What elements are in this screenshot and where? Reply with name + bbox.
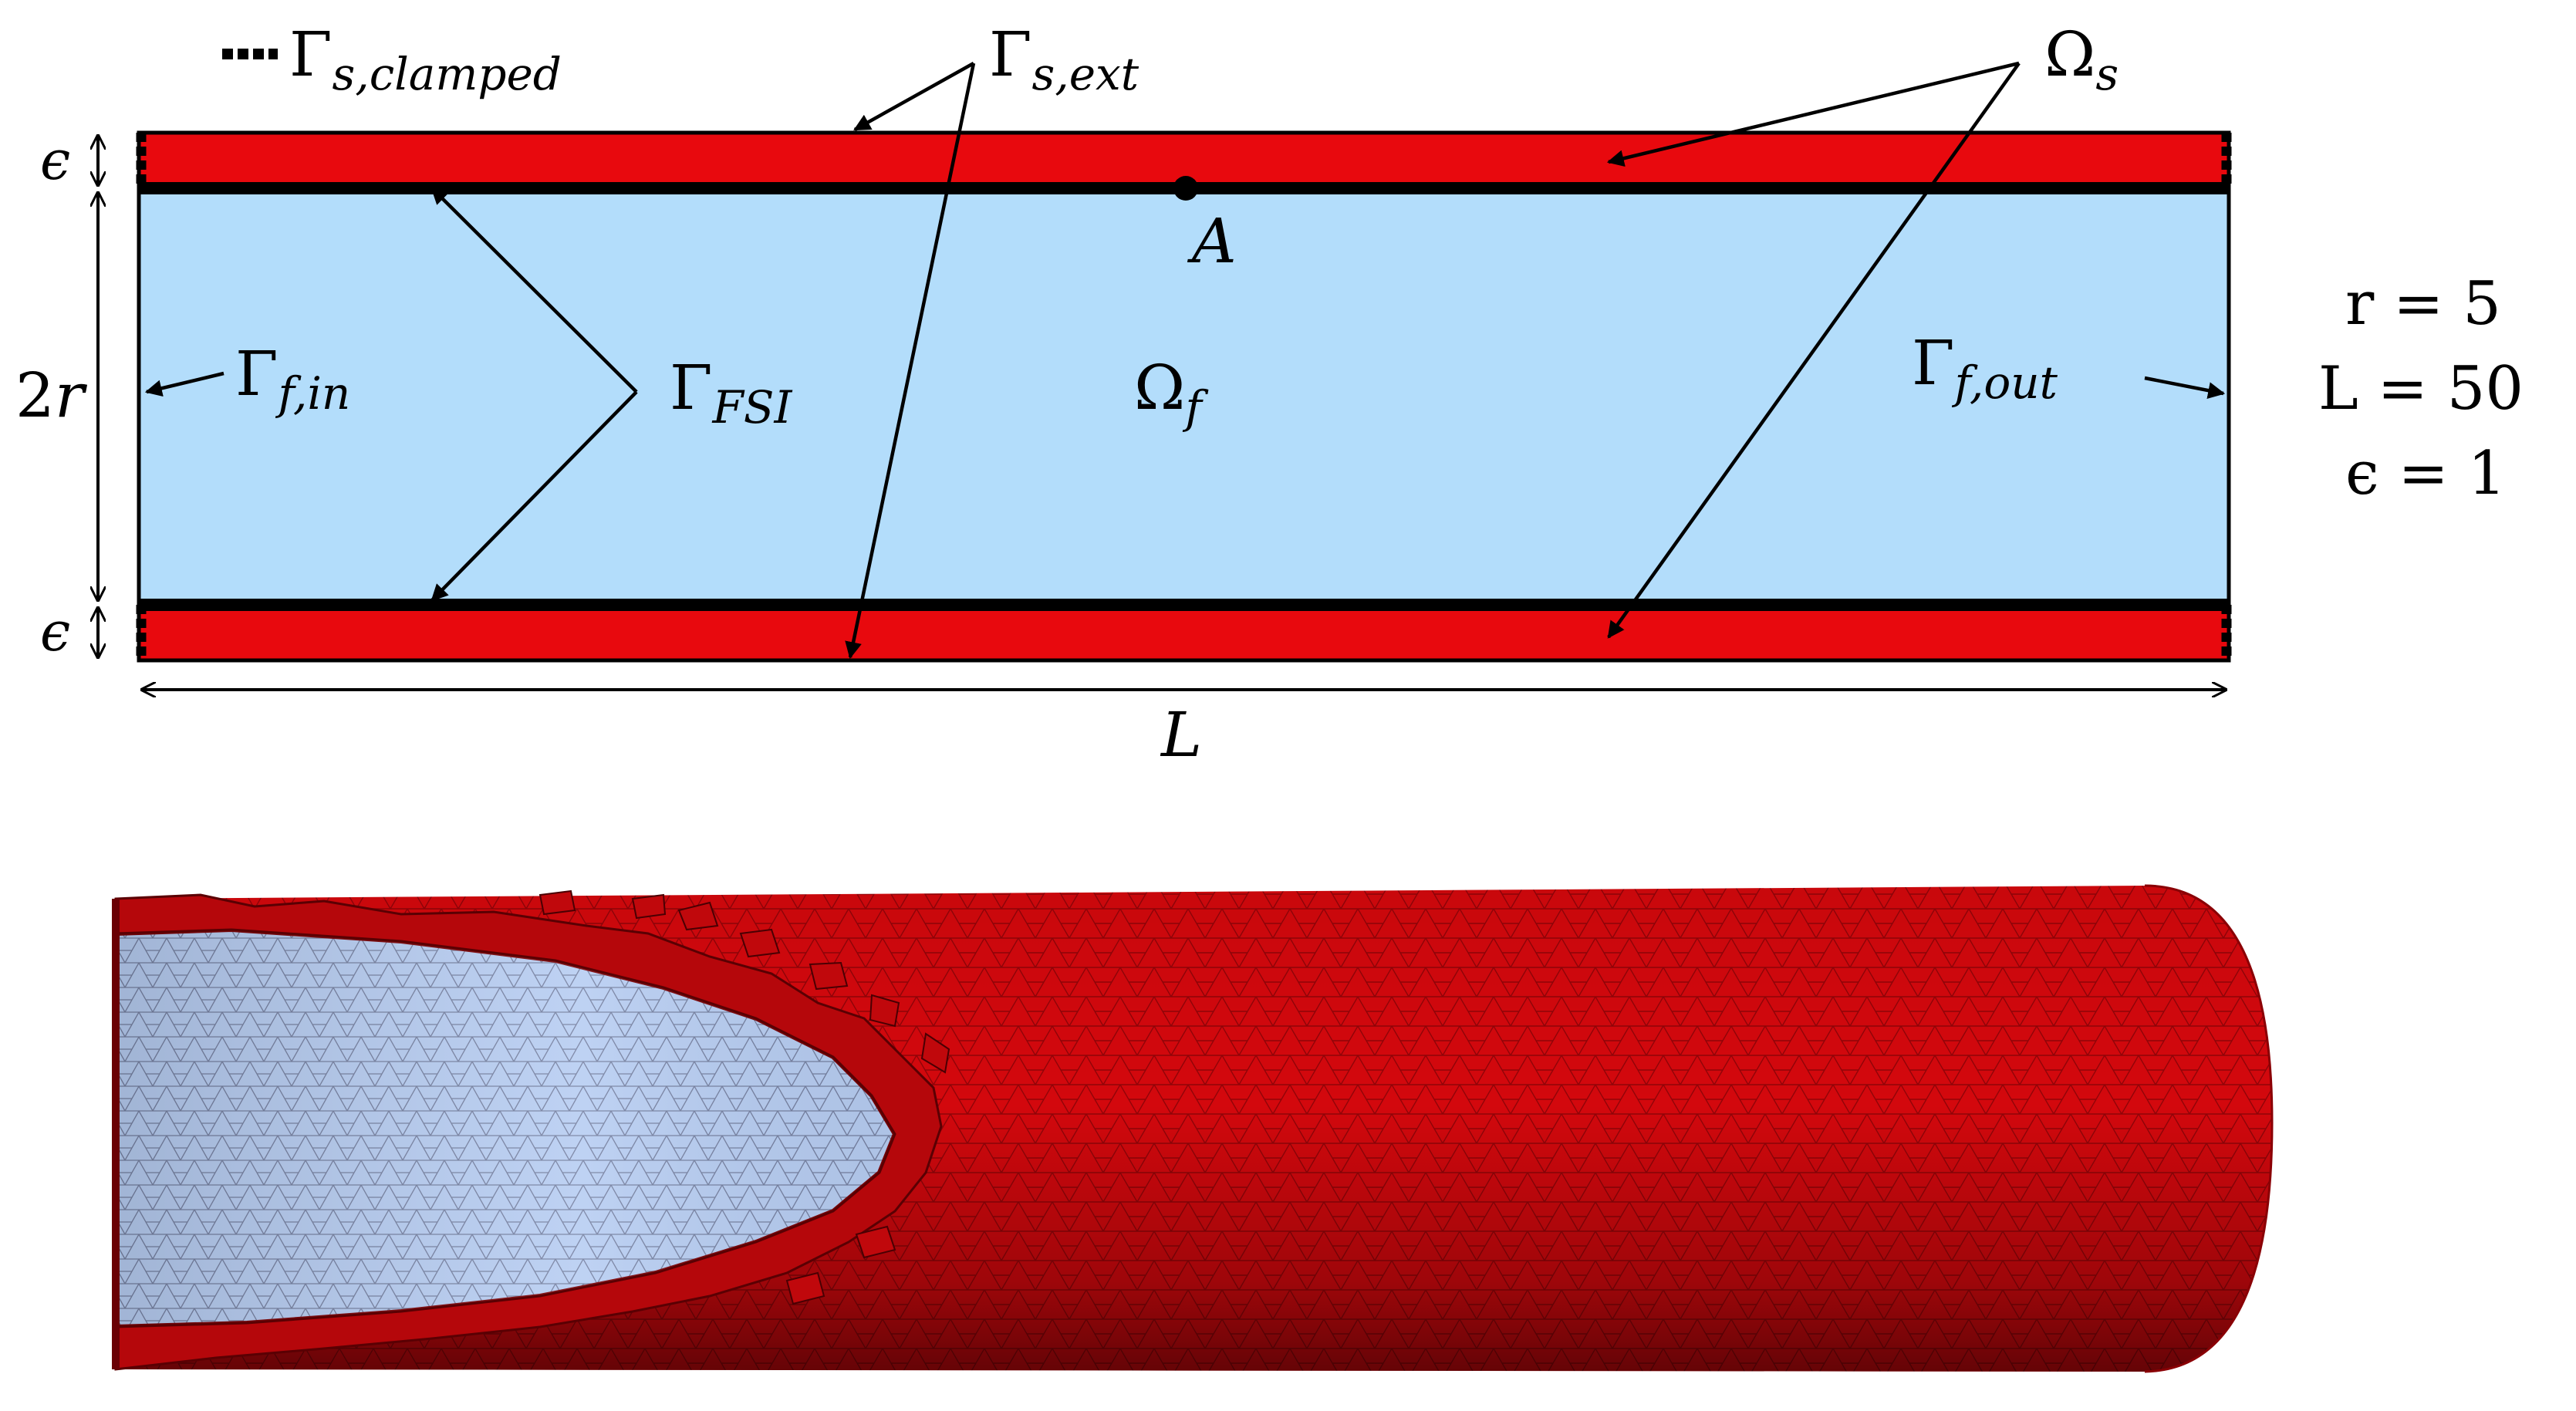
s-ext-arrow-top [853, 62, 975, 131]
omega-s-arrow-bottom [1607, 62, 2021, 639]
svg-text:ϵ: ϵ [40, 600, 70, 663]
solid-cut-edge [114, 893, 943, 1371]
omega-s-label: Ωs [2044, 19, 2119, 100]
clamped-boundaries [136, 133, 2232, 660]
svg-text:2r: 2r [0, 0, 2, 1]
svg-text:2r: 2r [15, 360, 88, 431]
dimension-epsilon-bottom: ϵ [40, 600, 98, 663]
fsi-arrow-bottom [430, 390, 638, 602]
point-a-label: A [1187, 205, 1237, 277]
f-out-arrow [2144, 376, 2226, 399]
dimension-2r: 2r 2r [0, 0, 98, 600]
solid-fragments [538, 889, 950, 1305]
cylinder-end-cap [2144, 884, 2274, 1373]
solid-wall-bottom [137, 603, 2231, 663]
mesh-render [112, 884, 2274, 1373]
param-r: r = 5 [2345, 269, 2501, 339]
clamped-label: Γs,clamped [289, 19, 562, 100]
fsi-arrow-top [430, 187, 638, 393]
dimension-length: L [142, 690, 2226, 771]
param-l: L = 50 [2318, 354, 2524, 424]
svg-text:ϵ: ϵ [40, 129, 70, 192]
schematic: A Γs,clamped Γs,ext Ωs Ωf ΓFSI Γf,in Γf,… [0, 0, 2524, 771]
point-a-marker [1173, 176, 1198, 201]
f-in-arrow [144, 371, 225, 397]
f-out-label: Γf,out [1912, 327, 2058, 409]
s-ext-label: Γs,ext [989, 19, 1139, 100]
s-ext-arrow-bottom [845, 62, 976, 660]
f-in-label: Γf,in [235, 338, 350, 420]
dimension-epsilon-top: ϵ [40, 129, 98, 192]
param-eps: ϵ = 1 [2345, 439, 2506, 508]
parameters: r = 5 L = 50 ϵ = 1 [2318, 269, 2524, 508]
fsi-label: ΓFSI [670, 352, 792, 434]
svg-text:L: L [1160, 699, 1202, 771]
omega-s-arrow-top [1606, 61, 2020, 167]
